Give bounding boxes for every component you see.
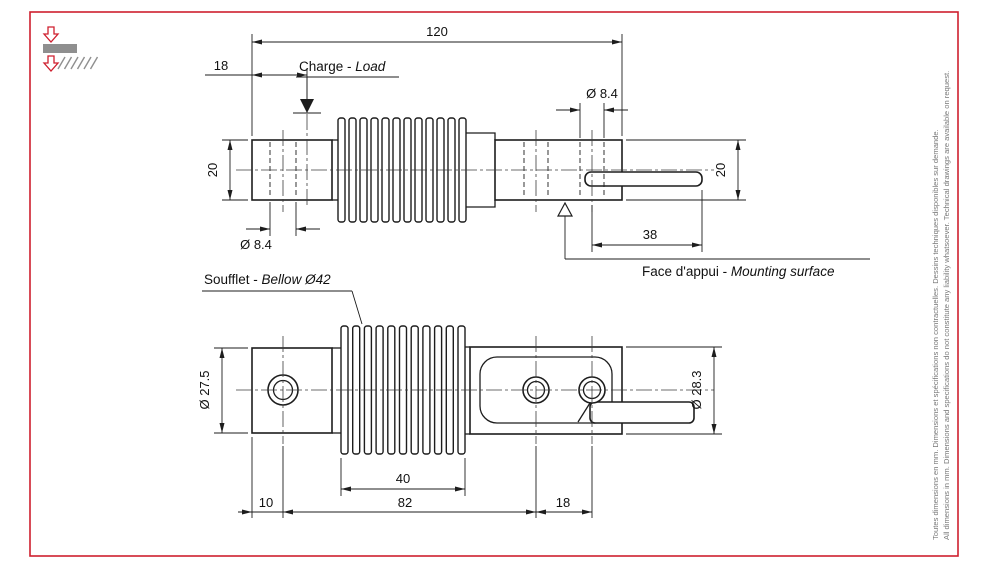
output-rod-plan <box>589 401 695 424</box>
rod-chamfer-line <box>577 402 591 423</box>
dim-18-bottom: 18 <box>556 495 570 510</box>
dim-82: 82 <box>398 495 412 510</box>
side-view-dimensions: 120 18 Charge - Load Ø 8.4 20 <box>202 24 870 325</box>
dim-18-top: 18 <box>214 58 228 73</box>
bellow-label-fr: Soufflet - <box>204 272 262 287</box>
dim-38: 38 <box>643 227 657 242</box>
dim-10: 10 <box>259 495 273 510</box>
dim-20-right: 20 <box>713 163 728 177</box>
face-label-fr: Face d'appui - <box>642 264 731 279</box>
plan-view-dimensions: Ø 27.5 Ø 28.3 40 10 82 18 <box>197 346 722 518</box>
reaction-arrow-icon <box>42 55 60 72</box>
bellow-label-en: Bellow Ø42 <box>262 272 332 287</box>
page-border <box>29 11 959 557</box>
charge-label-fr: Charge - <box>299 59 355 74</box>
note-english: All dimensions in mm. Dimensions and spe… <box>942 71 951 540</box>
side-notes: Toutes dimensions en mm. Dimensions et s… <box>931 71 951 540</box>
dia-84-top: Ø 8.4 <box>586 86 618 101</box>
side-view <box>236 114 714 223</box>
bellow-label: Soufflet - Bellow Ø42 <box>204 272 331 287</box>
charge-label-en: Load <box>355 59 386 74</box>
dia-27-5: Ø 27.5 <box>197 370 212 409</box>
charge-load-label: Charge - Load <box>299 59 386 74</box>
centerlines-side <box>236 114 714 212</box>
output-rod-side <box>584 171 703 187</box>
load-point-arrow <box>300 99 314 113</box>
dim-20-left: 20 <box>205 163 220 177</box>
dim-120: 120 <box>426 24 448 39</box>
mounting-surface-marker <box>556 201 574 217</box>
support-bar <box>43 44 77 53</box>
dim-40: 40 <box>396 471 410 486</box>
dia-84-bottom: Ø 8.4 <box>240 237 272 252</box>
ground-hatch-icon <box>57 56 99 70</box>
plan-view <box>236 325 714 455</box>
face-label-en: Mounting surface <box>731 264 835 279</box>
mounting-surface-label: Face d'appui - Mounting surface <box>642 264 834 279</box>
note-french: Toutes dimensions en mm. Dimensions et s… <box>931 129 940 540</box>
load-symbol <box>42 26 99 72</box>
dia-28-3: Ø 28.3 <box>689 370 704 409</box>
load-arrow-icon <box>42 26 60 43</box>
centerlines-plan <box>236 336 714 444</box>
neck-top <box>466 132 496 140</box>
neck-bottom <box>466 200 496 208</box>
